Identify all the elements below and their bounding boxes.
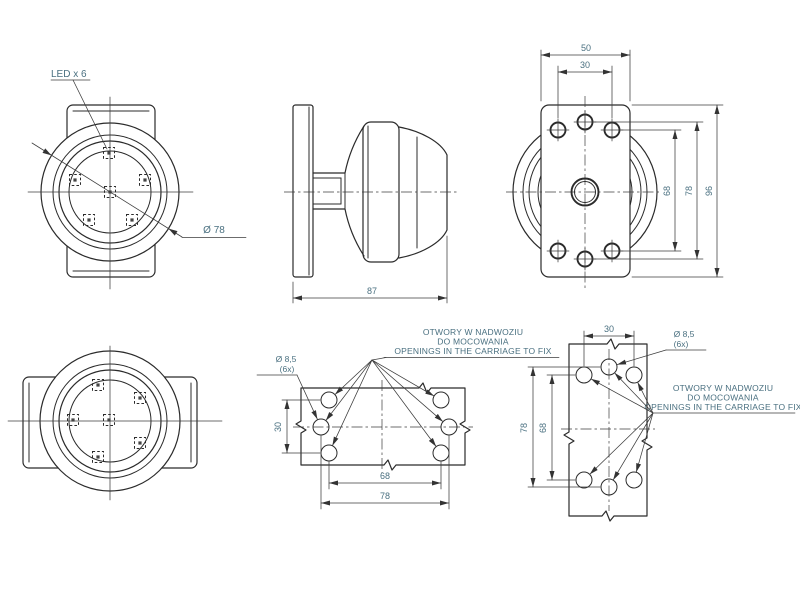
hole-count-label: (6x) [280,364,295,374]
front-view-rotated [7,345,223,501]
plate-height-label: 96 [704,186,714,196]
dim-plate-width-50: 50 [540,43,631,102]
centerlines [7,345,223,501]
dim-inner-span-68: 68 [538,374,576,481]
mounting-holes [312,391,458,462]
side-view: 87 [284,104,458,304]
note-callout: OTWORY W NADWOZIU DO MOCOWANIA OPENINGS … [589,372,800,481]
mounting-plate-back [540,104,631,278]
hole-diameter-label: Ø 8,5 [276,354,297,364]
inner-span-label: 68 [538,423,548,433]
dim-outer-span-78: 78 [519,366,601,488]
dim-length-87: 87 [292,235,448,304]
note-leader-lines [589,372,654,481]
mounting-plate-side [292,104,314,278]
front-diameter-label: Ø 78 [203,225,225,236]
note-line3: OPENINGS IN THE CARRIAGE TO FIX [644,402,800,412]
dim-center-holes-78: 78 [592,121,704,260]
plate-width-label: 50 [581,43,591,53]
hole-rows-span-label: 68 [662,186,672,196]
side-length-label: 87 [367,286,377,296]
mounting-holes-vertical: 30 68 78 Ø 8,5 (6x) OTWORY W NADWOZIU DO… [519,324,800,522]
outer-span-label: 78 [380,491,390,501]
hole-diameter-callout: Ø 8,5 (6x) [256,354,318,420]
outer-span-label: 78 [519,423,529,433]
led-squares-rotated [67,379,146,463]
note-leader-lines [325,359,444,447]
dim-inner-span-68: 68 [328,460,442,490]
top-spacing-label: 30 [604,324,614,334]
note-line2: DO MOCOWANIA [687,393,759,403]
note-line1: OTWORY W NADWOZIU [673,383,773,393]
back-view: 50 30 68 78 96 [506,43,724,288]
dim-hole-rows-68: 68 [620,129,682,252]
hole-count-label: (6x) [674,339,689,349]
dim-top-spacing-30: 30 [583,324,635,367]
front-view: LED x 6 Ø 78 [27,69,247,290]
dim-plate-height-96: 96 [631,104,724,278]
center-hole [570,177,600,207]
dim-outer-span-78: 78 [320,434,450,510]
dim-row-spacing-30: 30 [273,399,321,454]
screw-holes [546,110,624,271]
inner-span-label: 68 [380,471,390,481]
hole-diameter-label: Ø 8,5 [674,329,695,339]
dim-hole-span-30: 30 [557,60,613,119]
mounting-holes-horizontal: 30 68 78 Ø 8,5 (6x) OTWORY W NADWOZIU DO… [256,327,560,510]
row-spacing-label: 30 [273,422,283,432]
center-holes-span-label: 78 [684,186,694,196]
note-line1: OTWORY W NADWOZIU [423,327,523,337]
hole-span-width-label: 30 [580,60,590,70]
note-line3: OPENINGS IN THE CARRIAGE TO FIX [394,346,551,356]
note-callout: OTWORY W NADWOZIU DO MOCOWANIA OPENINGS … [325,327,560,447]
panel-outline-broken [563,338,653,522]
neck [312,172,346,210]
hole-diameter-callout: Ø 8,5 (6x) [616,329,707,365]
led-count-label: LED x 6 [51,69,87,80]
led-count-callout: LED x 6 [50,69,108,150]
note-line2: DO MOCOWANIA [437,337,509,347]
diameter-dimension: Ø 78 [31,142,247,238]
